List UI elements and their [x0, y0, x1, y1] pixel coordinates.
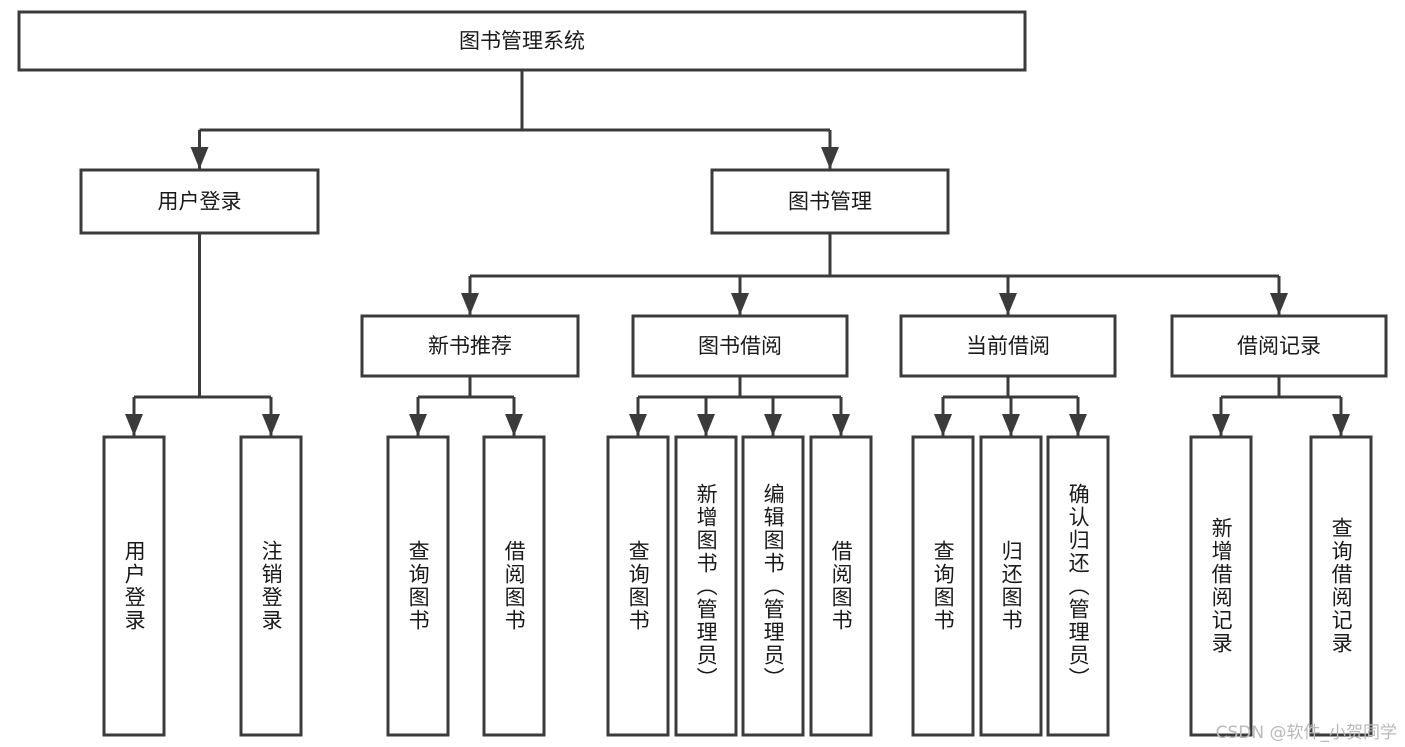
arrow-head-icon [1212, 414, 1230, 436]
node-level2-1[interactable] [710, 168, 950, 235]
arrow-head-icon [999, 293, 1017, 315]
node-leaf-11[interactable] [1189, 435, 1253, 737]
node-leaf-6[interactable] [741, 435, 805, 737]
node-box-group [17, 10, 1388, 737]
arrow-head-icon [125, 414, 143, 436]
arrow-head-icon [821, 147, 839, 169]
node-root[interactable] [17, 10, 1027, 72]
arrow-head-icon [629, 414, 647, 436]
node-level3-1[interactable] [631, 314, 849, 378]
node-leaf-12[interactable] [1309, 435, 1373, 737]
arrow-head-icon [505, 414, 523, 436]
arrow-head-icon [262, 414, 280, 436]
node-leaf-1[interactable] [239, 435, 303, 737]
arrow-head-icon [934, 414, 952, 436]
node-leaf-2[interactable] [386, 435, 450, 737]
node-leaf-0[interactable] [102, 435, 166, 737]
arrow-head-icon [1002, 414, 1020, 436]
node-leaf-5[interactable] [674, 435, 738, 737]
arrow-head-icon [731, 293, 749, 315]
node-level3-label-1: 图书借阅 [698, 334, 782, 358]
arrow-head-icon [409, 414, 427, 436]
arrow-head-icon [832, 414, 850, 436]
node-level3-2[interactable] [899, 314, 1117, 378]
connector-group [125, 70, 1350, 436]
node-root-label: 图书管理系统 [459, 29, 585, 53]
node-level3-label-0: 新书推荐 [428, 334, 512, 358]
node-level3-label-2: 当前借阅 [966, 334, 1050, 358]
node-level2-label-0: 用户登录 [158, 190, 242, 214]
arrow-head-icon [190, 147, 209, 169]
node-leaf-7[interactable] [809, 435, 873, 737]
node-leaf-9[interactable] [979, 435, 1043, 737]
arrow-head-icon [764, 414, 782, 436]
node-leaf-4[interactable] [606, 435, 670, 737]
arrow-head-icon [697, 414, 715, 436]
node-level3-0[interactable] [360, 314, 580, 378]
node-level2-0[interactable] [79, 168, 320, 235]
node-level3-label-3: 借阅记录 [1237, 334, 1321, 358]
node-level3-3[interactable] [1170, 314, 1388, 378]
node-leaf-8[interactable] [911, 435, 975, 737]
node-level2-label-1: 图书管理 [788, 190, 872, 214]
node-leaf-10[interactable] [1046, 435, 1110, 737]
node-leaf-3[interactable] [482, 435, 546, 737]
arrow-head-icon [1270, 293, 1288, 315]
watermark-text: CSDN @软件_小贺同学 [1215, 723, 1397, 743]
arrow-head-icon [461, 293, 479, 315]
arrow-head-icon [1332, 414, 1350, 436]
arrow-head-icon [1069, 414, 1087, 436]
